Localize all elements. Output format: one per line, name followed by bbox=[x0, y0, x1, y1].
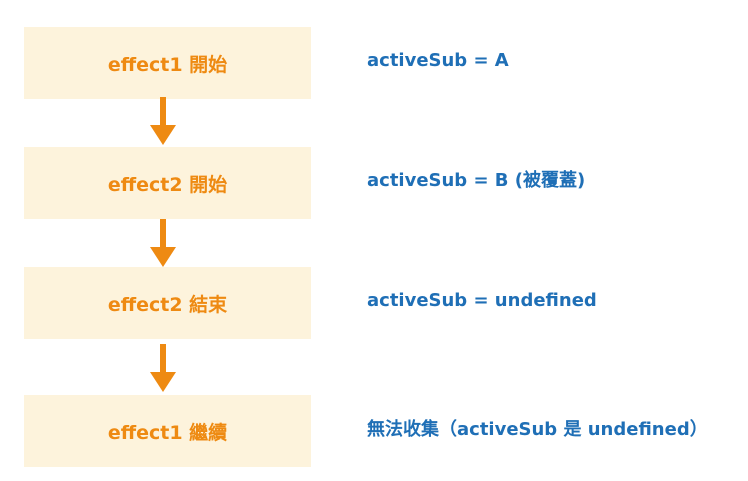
step-label: effect2 開始 bbox=[107, 173, 228, 196]
down-arrow-icon bbox=[150, 97, 176, 145]
down-arrow-icon bbox=[150, 344, 176, 392]
step-box-effect2-end: effect2 結束 bbox=[24, 267, 311, 339]
step-label: effect2 結束 bbox=[107, 293, 228, 316]
step-label: effect1 繼續 bbox=[107, 421, 228, 444]
step-note-active-sub-b: activeSub = B (被覆蓋) bbox=[367, 170, 586, 191]
step-box-effect2-start: effect2 開始 bbox=[24, 147, 311, 219]
step-note-active-sub-a: activeSub = A bbox=[367, 50, 509, 71]
step-note-cannot-collect: 無法收集（activeSub 是 undefined） bbox=[367, 419, 708, 440]
step-box-effect1-continue: effect1 繼續 bbox=[24, 395, 311, 467]
down-arrow-icon bbox=[150, 219, 176, 267]
step-note-active-sub-undefined: activeSub = undefined bbox=[367, 290, 597, 311]
step-label: effect1 開始 bbox=[107, 53, 228, 76]
step-box-effect1-start: effect1 開始 bbox=[24, 27, 311, 99]
